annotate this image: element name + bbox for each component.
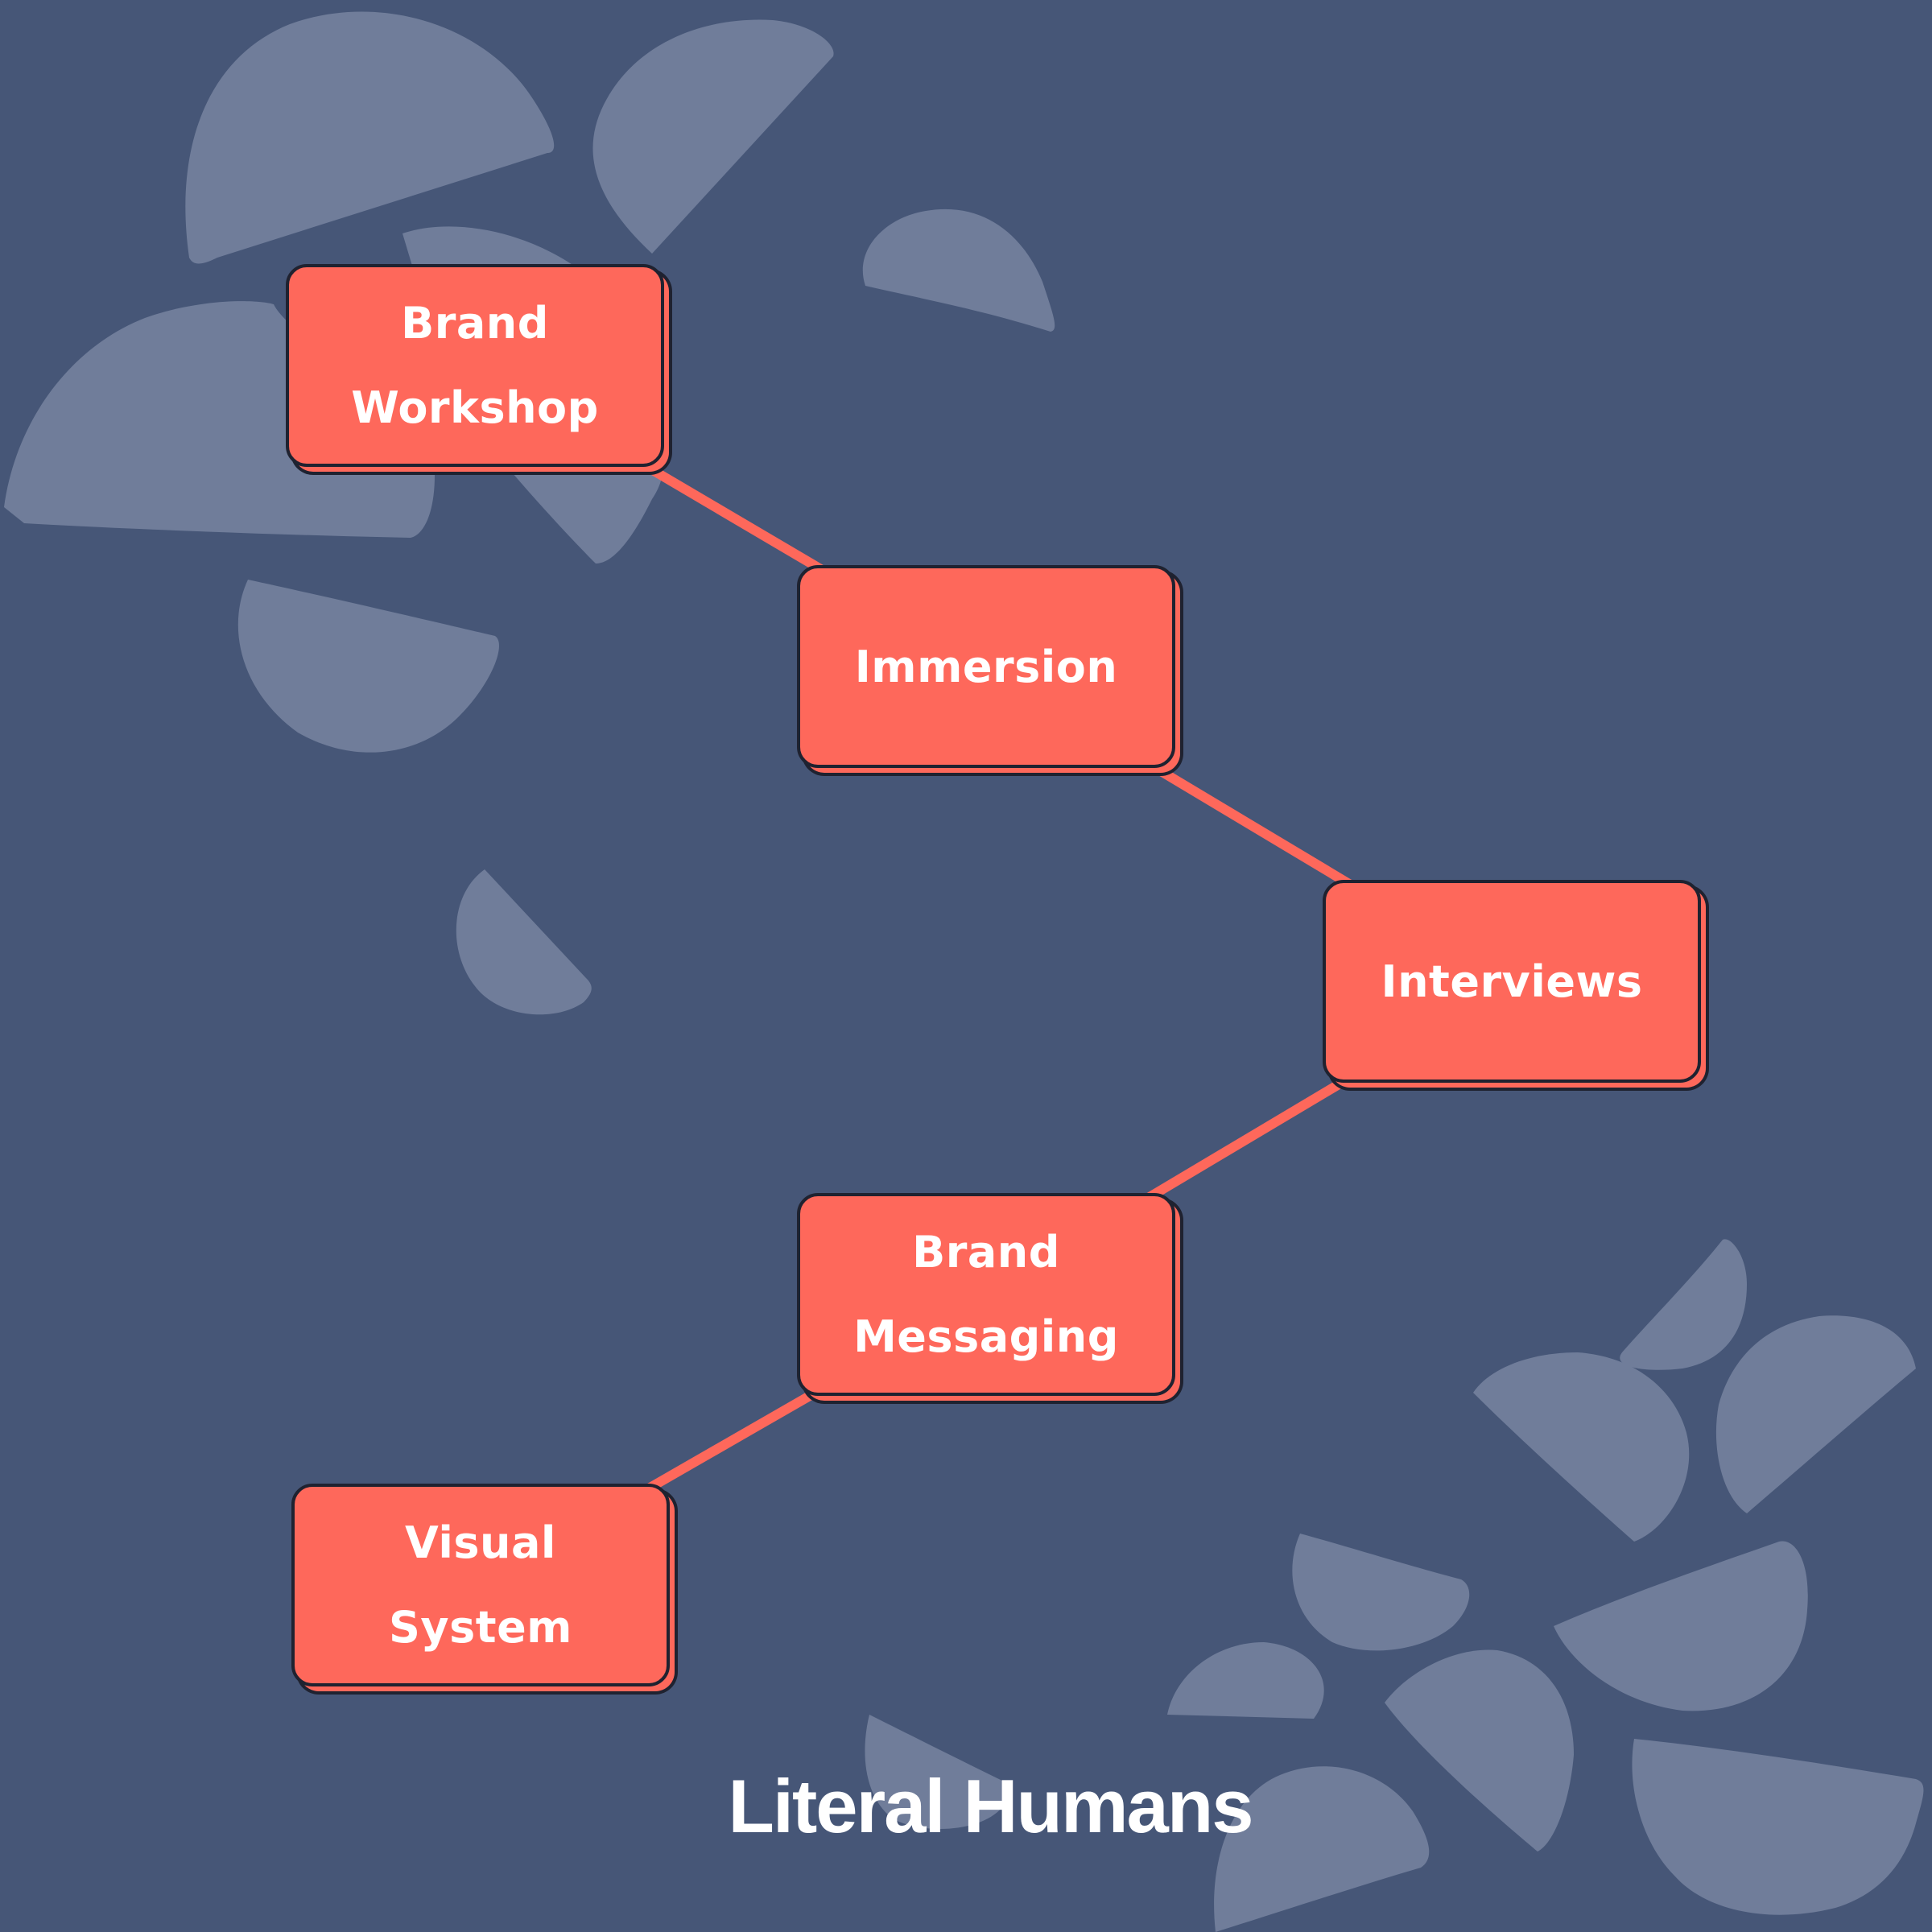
node-interviews: Interviews	[1323, 880, 1701, 1083]
node-label: System	[389, 1602, 572, 1653]
node-label: Messaging	[853, 1311, 1119, 1362]
decorative-shape	[1554, 1541, 1808, 1711]
node-visual-system: Visual System	[291, 1484, 670, 1686]
decorative-shape	[1620, 1239, 1747, 1370]
decorative-shape	[865, 1715, 1009, 1829]
decorative-shape	[1715, 1315, 1916, 1513]
node-label: Immersion	[854, 641, 1118, 692]
node-brand-workshop: Brand Workshop	[286, 264, 664, 467]
decorative-shape	[1292, 1534, 1470, 1651]
decorative-shape	[1632, 1739, 1924, 1915]
decorative-shape	[862, 208, 1055, 332]
node-label: Brand	[401, 298, 549, 349]
node-label: Interviews	[1381, 956, 1643, 1007]
brand-logo: Literal Humans	[728, 1764, 1253, 1848]
node-immersion: Immersion	[797, 565, 1175, 768]
decorative-shape	[592, 19, 834, 254]
node-label: Visual	[405, 1517, 556, 1568]
node-label: Workshop	[351, 382, 599, 433]
node-brand-messaging: Brand Messaging	[797, 1193, 1175, 1396]
decorative-shape	[456, 869, 592, 1015]
decorative-shape	[1385, 1649, 1574, 1852]
decorative-shape	[237, 580, 499, 753]
decorative-shape	[1473, 1352, 1690, 1542]
decorative-shape	[185, 11, 555, 264]
decorative-shape	[1167, 1642, 1324, 1719]
decorative-shape	[1214, 1766, 1430, 1932]
node-label: Brand	[912, 1227, 1060, 1278]
